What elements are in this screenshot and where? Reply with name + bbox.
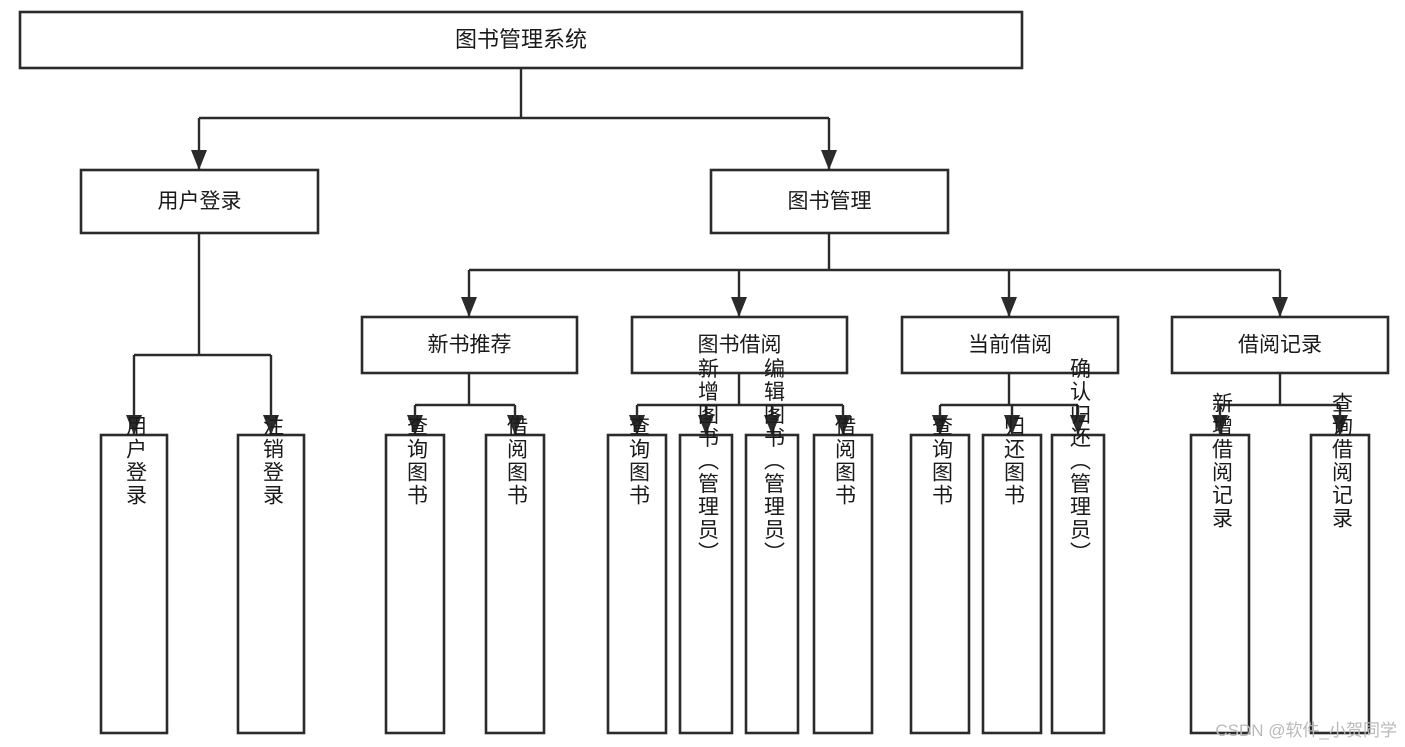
- node-box[interactable]: [1189, 433, 1251, 735]
- node-leaf-1[interactable]: 注销登录: [236, 415, 306, 735]
- node-label: 新增借阅记录: [1209, 392, 1233, 530]
- node-box[interactable]: [79, 168, 320, 235]
- node-label: 借阅图书: [504, 415, 528, 507]
- arrow-head-icon: [507, 415, 523, 435]
- node-level2-2[interactable]: 当前借阅: [900, 315, 1120, 375]
- node-box[interactable]: [1170, 315, 1390, 375]
- arrow-head-icon: [1070, 415, 1086, 435]
- node-leaf-4[interactable]: 查询图书: [606, 415, 668, 735]
- arrow-head-icon: [126, 415, 142, 435]
- node-label: 查询图书: [929, 415, 953, 507]
- node-label: 查询图书: [404, 415, 428, 507]
- arrow-head-icon: [1004, 415, 1020, 435]
- arrow-head-icon: [1212, 415, 1228, 435]
- csdn-watermark: CSDN @软件_小贺同学: [1215, 721, 1397, 740]
- node-box[interactable]: [630, 315, 849, 375]
- node-label: 图书借阅: [698, 334, 782, 357]
- node-box[interactable]: [909, 433, 971, 735]
- node-box[interactable]: [99, 433, 169, 735]
- node-leaf-11[interactable]: 新增借阅记录: [1189, 392, 1251, 735]
- node-leaf-2[interactable]: 查询图书: [384, 415, 446, 735]
- node-leaf-8[interactable]: 查询图书: [909, 415, 971, 735]
- node-label: 图书管理: [788, 190, 872, 213]
- node-leaf-5[interactable]: 新增图书（管理员）: [678, 358, 734, 735]
- node-box[interactable]: [484, 433, 546, 735]
- node-box[interactable]: [981, 433, 1043, 735]
- arrow-head-icon: [731, 297, 747, 317]
- node-label: 用户登录: [123, 415, 147, 507]
- node-box[interactable]: [744, 433, 800, 735]
- node-box[interactable]: [18, 10, 1024, 70]
- arrow-head-icon: [629, 415, 645, 435]
- node-label: 当前借阅: [968, 334, 1052, 357]
- node-level1-1[interactable]: 图书管理: [709, 168, 950, 235]
- node-label: 借阅记录: [1238, 334, 1322, 357]
- node-box[interactable]: [812, 433, 874, 735]
- node-box[interactable]: [606, 433, 668, 735]
- node-box[interactable]: [900, 315, 1120, 375]
- node-root[interactable]: 图书管理系统: [18, 10, 1024, 70]
- arrow-head-icon: [698, 415, 714, 435]
- arrow-head-icon: [821, 150, 837, 170]
- node-box[interactable]: [678, 433, 734, 735]
- arrow-head-icon: [1272, 297, 1288, 317]
- node-box[interactable]: [709, 168, 950, 235]
- node-label: 图书管理系统: [455, 27, 587, 52]
- arrow-head-icon: [1001, 297, 1017, 317]
- node-leaf-3[interactable]: 借阅图书: [484, 415, 546, 735]
- arrow-head-icon: [835, 415, 851, 435]
- node-label: 用户登录: [158, 190, 242, 213]
- node-leaf-0[interactable]: 用户登录: [99, 415, 169, 735]
- node-level2-0[interactable]: 新书推荐: [360, 315, 579, 375]
- arrow-head-icon: [407, 415, 423, 435]
- node-box[interactable]: [384, 433, 446, 735]
- arrow-head-icon: [1332, 415, 1348, 435]
- node-box[interactable]: [1309, 433, 1371, 735]
- node-box[interactable]: [360, 315, 579, 375]
- node-level2-1[interactable]: 图书借阅: [630, 315, 849, 375]
- arrow-head-icon: [191, 150, 207, 170]
- diagram-nodes: 图书管理系统用户登录图书管理新书推荐图书借阅当前借阅借阅记录用户登录注销登录查询…: [18, 10, 1390, 735]
- arrow-head-icon: [461, 297, 477, 317]
- node-leaf-10[interactable]: 确认归还（管理员）: [1050, 358, 1106, 735]
- node-label: 编辑图书（管理员）: [761, 358, 785, 565]
- node-label: 新增图书（管理员）: [695, 358, 719, 565]
- node-box[interactable]: [236, 433, 306, 735]
- connector-lines: [126, 68, 1348, 435]
- node-leaf-12[interactable]: 查询借阅记录: [1309, 392, 1371, 735]
- node-label: 归还图书: [1001, 415, 1025, 507]
- node-leaf-6[interactable]: 编辑图书（管理员）: [744, 358, 800, 735]
- node-label: 确认归还（管理员）: [1067, 358, 1091, 565]
- node-label: 注销登录: [260, 415, 284, 507]
- node-level2-3[interactable]: 借阅记录: [1170, 315, 1390, 375]
- arrow-head-icon: [263, 415, 279, 435]
- node-label: 借阅图书: [832, 415, 856, 507]
- node-leaf-9[interactable]: 归还图书: [981, 415, 1043, 735]
- node-box[interactable]: [1050, 433, 1106, 735]
- arrow-head-icon: [764, 415, 780, 435]
- node-leaf-7[interactable]: 借阅图书: [812, 415, 874, 735]
- node-label: 查询图书: [626, 415, 650, 507]
- node-label: 查询借阅记录: [1329, 392, 1353, 530]
- node-label: 新书推荐: [428, 334, 512, 357]
- node-level1-0[interactable]: 用户登录: [79, 168, 320, 235]
- arrow-head-icon: [932, 415, 948, 435]
